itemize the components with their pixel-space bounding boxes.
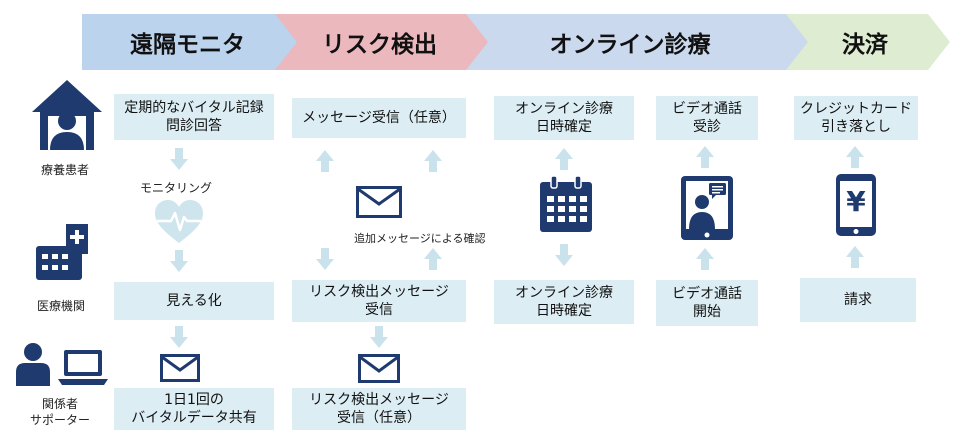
message-receive-box: メッセージ受信（任意）	[292, 98, 466, 138]
stage-banner	[82, 14, 950, 70]
arrow-down	[170, 326, 188, 348]
arrow-down	[170, 250, 188, 272]
video-call-tablet-icon	[681, 176, 733, 240]
billing-box: 請求	[800, 278, 916, 322]
stage-label-payment: 決済	[842, 32, 888, 58]
stage-chevron-online	[464, 14, 808, 70]
stage-chevron-monitor	[82, 14, 297, 70]
video-consult-box: ビデオ通話 受診	[656, 96, 758, 140]
video-start-box: ビデオ通話 開始	[656, 280, 758, 326]
arrow-down	[316, 248, 334, 270]
envelope-icon	[356, 186, 402, 218]
additional-message-label: 追加メッセージによる確認	[354, 232, 486, 245]
arrow-up	[555, 148, 573, 170]
role-patient-label: 療養患者	[40, 163, 89, 177]
envelope-icon	[358, 354, 400, 383]
arrow-up	[424, 150, 442, 172]
role-institution-label: 医療機関	[36, 299, 85, 313]
stage-label-online: オンライン診療	[549, 32, 711, 58]
vital-share-box: 1日1回の バイタルデータ共有	[114, 388, 274, 430]
stage-label-monitor: 遠隔モニタ	[130, 32, 245, 58]
yen-icon: ¥	[846, 185, 866, 218]
heart-pulse-icon	[155, 200, 203, 243]
stage-label-risk: リスク検出	[322, 32, 437, 58]
arrow-up	[696, 146, 714, 168]
arrow-down	[555, 244, 573, 266]
risk-detect-box: リスク検出メッセージ 受信	[292, 280, 466, 322]
hospital-icon	[36, 224, 88, 280]
arrow-down	[370, 326, 388, 348]
person-icon	[16, 343, 50, 386]
envelope-icon	[160, 354, 200, 382]
house-patient-icon	[32, 80, 102, 150]
visualize-box: 見える化	[114, 282, 274, 320]
stage-chevron-payment	[784, 14, 950, 70]
laptop-icon	[58, 350, 108, 385]
online-schedule-top-box: オンライン診療 日時確定	[494, 96, 634, 140]
risk-detect-optional-box: リスク検出メッセージ 受信（任意）	[292, 388, 466, 430]
stage-chevron-risk	[273, 14, 488, 70]
arrow-up	[696, 248, 714, 270]
credit-card-box: クレジットカード 引き落とし	[794, 96, 918, 140]
arrow-up	[424, 248, 442, 270]
arrow-down	[170, 148, 188, 170]
arrow-up	[846, 146, 864, 168]
online-schedule-bottom-box: オンライン診療 日時確定	[494, 280, 634, 324]
vital-record-box: 定期的なバイタル記録 問診回答	[114, 94, 274, 140]
calendar-icon	[540, 176, 592, 232]
monitoring-label: モニタリング	[140, 181, 213, 195]
smartphone-yen-icon	[836, 174, 876, 236]
arrow-up	[846, 246, 864, 268]
arrow-up	[316, 150, 334, 172]
role-supporter-label: 関係者 サポーター	[29, 397, 90, 427]
